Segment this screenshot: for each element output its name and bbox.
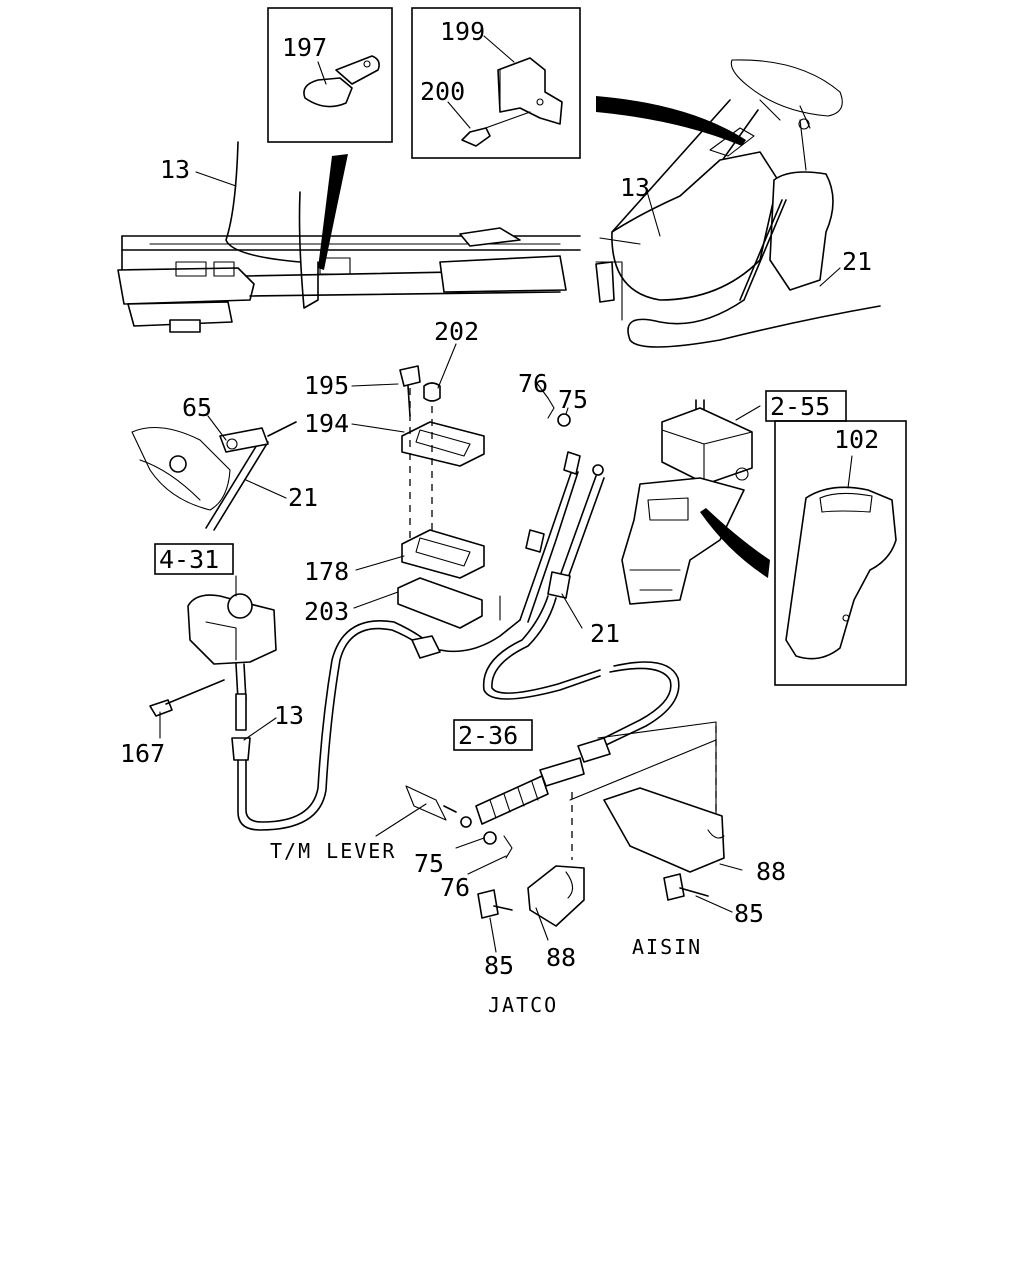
- callout-21-cable: 21: [590, 619, 620, 648]
- label-aisin: AISIN: [632, 935, 702, 959]
- callout-194: 194: [304, 409, 349, 438]
- callout-76-top: 76: [518, 369, 548, 398]
- bracket-65-assembly: [131, 421, 297, 531]
- callout-75-bottom: 75: [414, 849, 444, 878]
- callout-85-jatco: 85: [484, 951, 514, 980]
- reference-box-2-36: [453, 719, 533, 751]
- detail-box-102: [774, 420, 907, 686]
- callout-21-bracket: 21: [288, 483, 318, 512]
- callout-76-bottom: 76: [440, 873, 470, 902]
- callout-13-column: 13: [620, 173, 650, 202]
- reference-4-31: 4-31: [159, 545, 219, 574]
- detail-box-197: [267, 7, 393, 143]
- callout-199: 199: [440, 17, 485, 46]
- callout-75-top: 75: [558, 385, 588, 414]
- callout-88-aisin: 88: [756, 857, 786, 886]
- cable-13: [231, 451, 581, 831]
- callout-102: 102: [834, 425, 879, 454]
- reference-2-36: 2-36: [458, 721, 518, 750]
- cable-21: [460, 464, 717, 860]
- label-tm-lever: T/M LEVER: [270, 839, 396, 863]
- brackets-88-and-bolts-85: [477, 787, 725, 927]
- shift-bracket-stack: [397, 365, 501, 629]
- tm-lever-parts: [405, 397, 571, 859]
- reference-2-55: 2-55: [770, 392, 830, 421]
- reference-box-2-55: [765, 390, 847, 422]
- callout-195: 195: [304, 371, 349, 400]
- callout-13-cable: 13: [274, 701, 304, 730]
- callout-167: 167: [120, 739, 165, 768]
- callout-178: 178: [304, 557, 349, 586]
- callout-85-aisin: 85: [734, 899, 764, 928]
- callout-13-frame: 13: [160, 155, 190, 184]
- steering-column-view: [595, 59, 881, 348]
- callout-202: 202: [434, 317, 479, 346]
- callout-88-jatco: 88: [546, 943, 576, 972]
- leader-lines: [159, 35, 853, 953]
- callout-21-column: 21: [842, 247, 872, 276]
- callout-197: 197: [282, 33, 327, 62]
- shift-lever-assembly: [621, 399, 770, 605]
- callout-65: 65: [182, 393, 212, 422]
- label-jatco: JATCO: [488, 993, 558, 1017]
- callout-200: 200: [420, 77, 465, 106]
- transmission-connector: [149, 593, 277, 717]
- callout-203: 203: [304, 597, 349, 626]
- detail-box-199: [411, 7, 581, 159]
- frame-view-left: [117, 141, 581, 333]
- reference-box-4-31: [154, 543, 234, 575]
